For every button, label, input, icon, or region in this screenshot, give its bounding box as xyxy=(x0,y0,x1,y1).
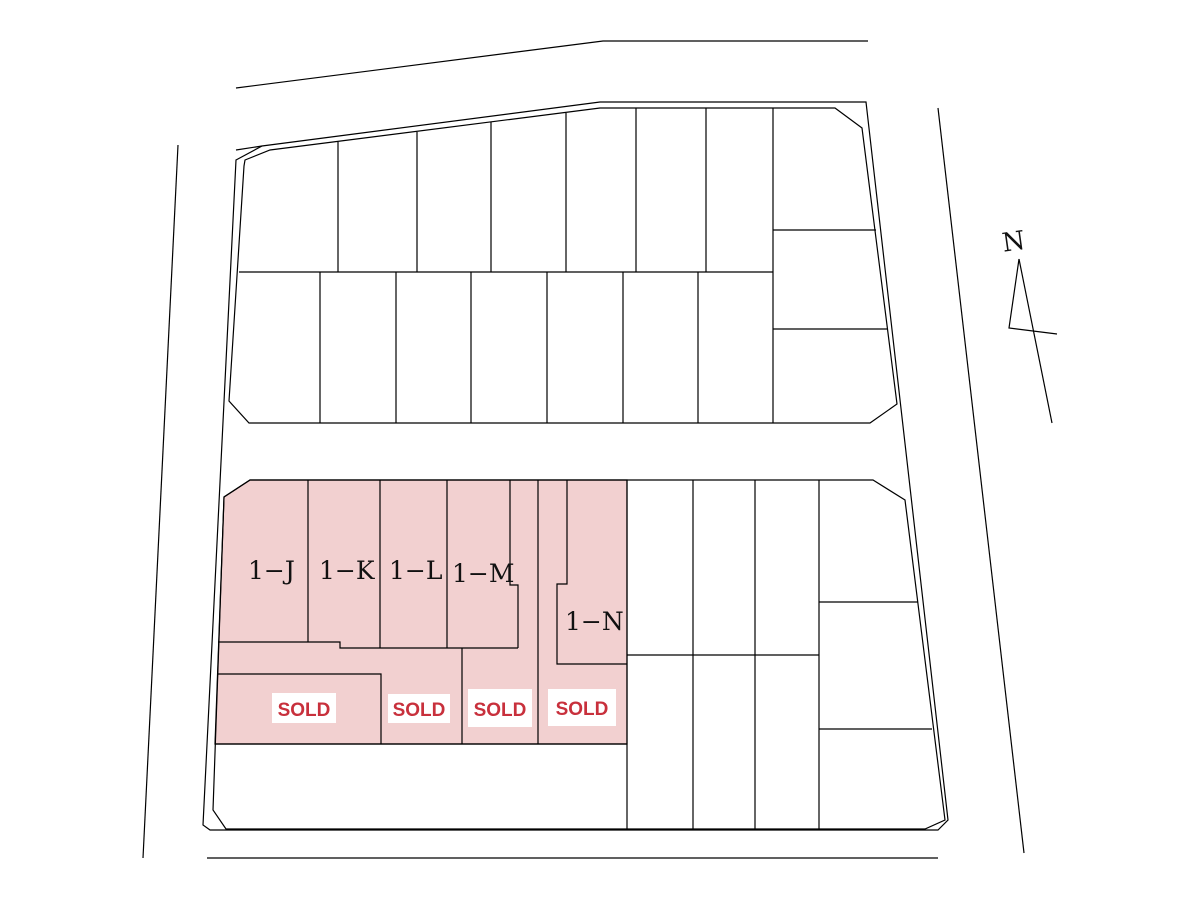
site-boundary xyxy=(202,101,949,831)
lot-label-1k[interactable]: 1−K xyxy=(319,556,376,585)
south-block[interactable] xyxy=(212,479,946,830)
sold-badge: SOLD xyxy=(548,689,616,726)
sold-badge-text: SOLD xyxy=(556,699,609,720)
sold-badge: SOLD xyxy=(468,689,532,727)
lot-label-1m[interactable]: 1−M xyxy=(452,559,514,588)
north-arrow-icon: N xyxy=(1000,226,1058,424)
sold-badge-text: SOLD xyxy=(278,700,331,721)
sold-badge: SOLD xyxy=(388,694,450,723)
surrounding-roads xyxy=(142,40,1025,859)
sold-badge: SOLD xyxy=(272,693,336,723)
sold-badge-text: SOLD xyxy=(393,700,446,721)
lot-label-1n[interactable]: 1−N xyxy=(565,607,624,636)
lot-label-1j[interactable]: 1−J xyxy=(248,556,295,585)
sold-badge-text: SOLD xyxy=(474,700,527,721)
north-label: N xyxy=(1000,226,1027,259)
north-block[interactable] xyxy=(228,107,898,424)
lot-label-1l[interactable]: 1−L xyxy=(389,556,442,585)
